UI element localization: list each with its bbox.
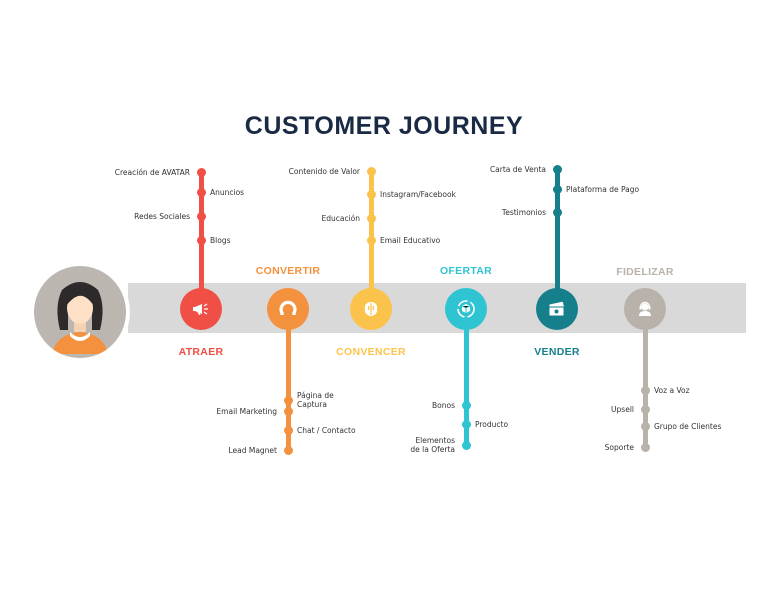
dot-convencer: [366, 166, 376, 176]
support-agent-icon: [635, 299, 655, 319]
dot-convertir: [283, 445, 293, 455]
stage-name-atraer: ATRAER: [178, 346, 224, 358]
item-label-convencer: Instagram/Facebook: [380, 189, 456, 199]
stage-hub-convencer: [350, 288, 392, 330]
item-label-atraer: Creación de AVATAR: [114, 167, 190, 177]
item-label-ofertar: Bonos: [432, 400, 455, 410]
item-label-convertir: Email Marketing: [216, 406, 277, 416]
dot-convencer: [366, 235, 376, 245]
dot-atraer: [196, 187, 206, 197]
dot-ofertar: [461, 440, 471, 450]
dot-vender: [552, 207, 562, 217]
dot-fidelizar: [640, 421, 650, 431]
stem-ofertar: [463, 309, 469, 445]
stage-name-convertir: CONVERTIR: [255, 265, 321, 277]
stage-name-fidelizar: FIDELIZAR: [616, 266, 674, 278]
item-label-vender: Carta de Venta: [489, 164, 546, 174]
dot-fidelizar: [640, 404, 650, 414]
item-label-convencer: Contenido de Valor: [288, 166, 360, 176]
item-label-fidelizar: Upsell: [611, 404, 634, 414]
dot-vender: [552, 184, 562, 194]
stem-fidelizar: [642, 309, 648, 447]
item-label-vender: Plataforma de Pago: [566, 184, 640, 194]
item-label-atraer: Anuncios: [210, 187, 245, 197]
dot-atraer: [196, 167, 206, 177]
money-icon: [546, 298, 568, 320]
stage-hub-ofertar: [445, 288, 487, 330]
item-label-convertir: Lead Magnet: [228, 445, 277, 455]
item-label-convertir: Chat / Contacto: [297, 425, 356, 435]
stage-name-vender: VENDER: [534, 346, 580, 358]
dot-atraer: [196, 211, 206, 221]
dot-ofertar: [461, 400, 471, 410]
item-label-fidelizar: Grupo de Clientes: [654, 421, 722, 431]
item-label-fidelizar: Soporte: [604, 442, 634, 452]
dot-convertir: [283, 406, 293, 416]
stage-name-ofertar: OFERTAR: [439, 265, 493, 277]
dot-fidelizar: [640, 442, 650, 452]
stage-name-convencer: CONVENCER: [336, 346, 406, 358]
dot-ofertar: [461, 419, 471, 429]
item-label-atraer: Redes Sociales: [134, 211, 190, 221]
magnet-icon: [277, 298, 299, 320]
dot-fidelizar: [640, 385, 650, 395]
item-label-atraer: Blogs: [210, 235, 231, 245]
item-label-vender: Testimonios: [501, 207, 546, 217]
stage-hub-atraer: [180, 288, 222, 330]
item-label-convencer: Email Educativo: [380, 235, 441, 245]
page-title: CUSTOMER JOURNEY: [244, 112, 524, 140]
brain-icon: [361, 299, 381, 319]
dot-atraer: [196, 235, 206, 245]
stem-convertir: [285, 309, 291, 450]
item-label-fidelizar: Voz a Voz: [654, 385, 690, 395]
item-label-convencer: Educación: [321, 213, 360, 223]
customer-avatar-icon: [30, 262, 130, 362]
dot-convertir: [283, 425, 293, 435]
box-cycle-icon: [455, 298, 477, 320]
stage-hub-convertir: [267, 288, 309, 330]
stage-hub-fidelizar: [624, 288, 666, 330]
dot-convencer: [366, 189, 376, 199]
megaphone-icon: [191, 299, 211, 319]
dot-convencer: [366, 213, 376, 223]
stem-vender: [554, 169, 560, 309]
dot-convertir: [283, 395, 293, 405]
item-label-ofertar: Producto: [475, 419, 509, 429]
dot-vender: [552, 164, 562, 174]
stage-hub-vender: [536, 288, 578, 330]
